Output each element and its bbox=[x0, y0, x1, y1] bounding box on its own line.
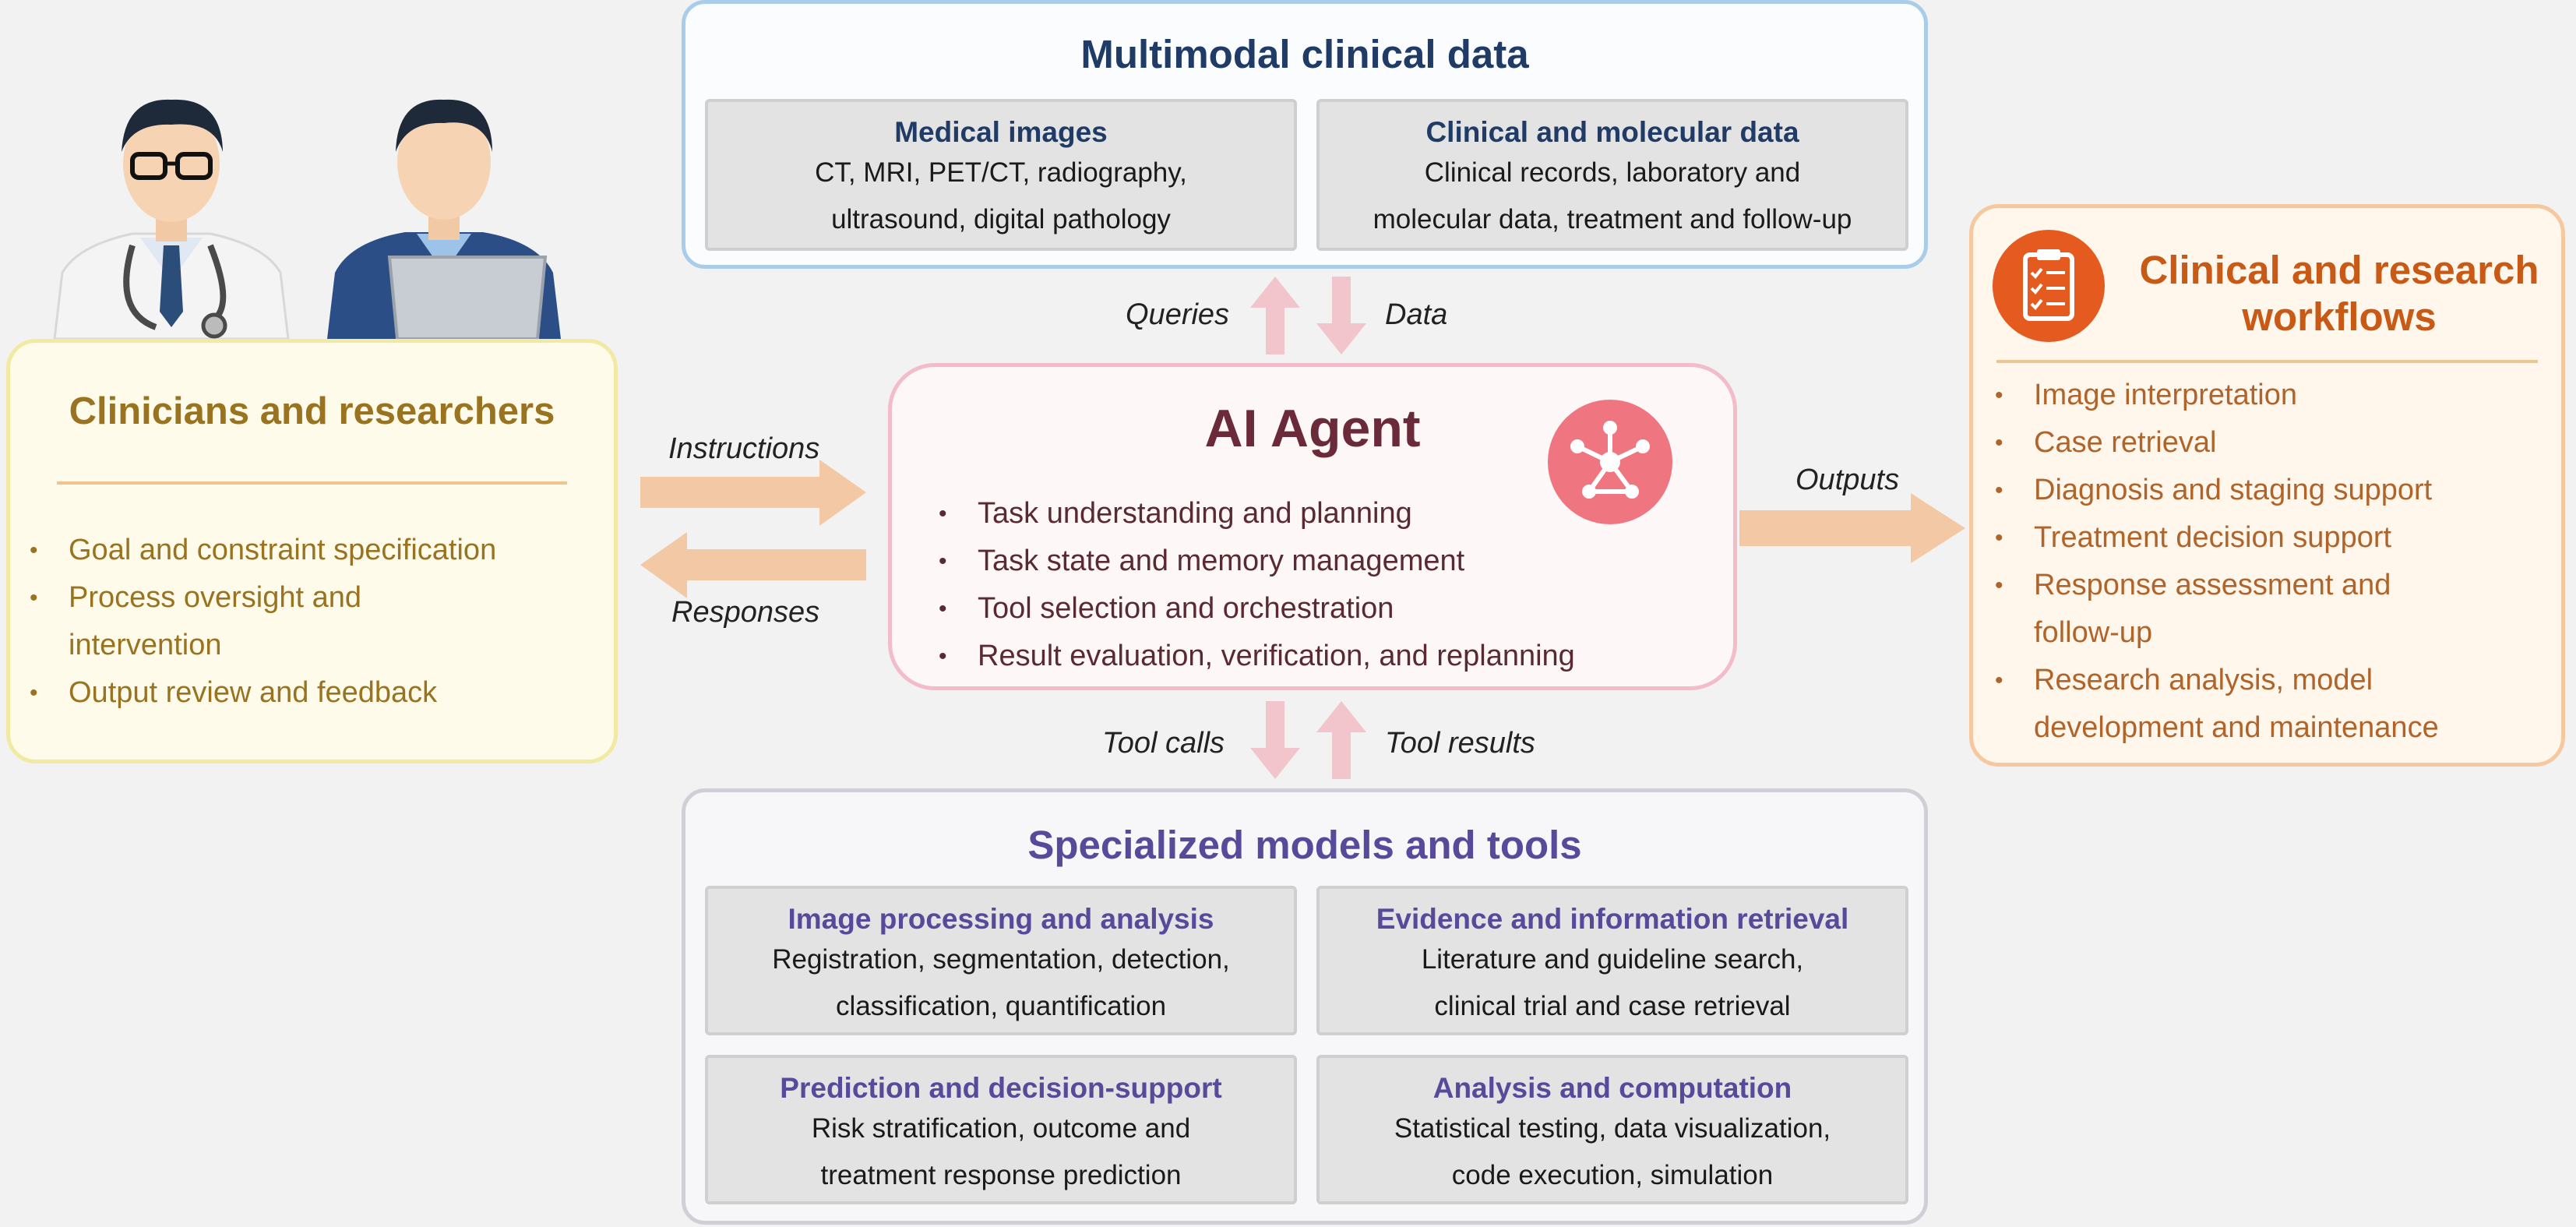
instructions-label: Instructions bbox=[668, 432, 820, 465]
workflows-divider bbox=[1996, 360, 2538, 363]
list-item: Goal and constraint specification bbox=[30, 527, 496, 574]
instructions-arrow-right bbox=[640, 460, 866, 526]
tool-calls-label: Tool calls bbox=[1102, 727, 1225, 760]
image-processing-box: Image processing and analysis Registrati… bbox=[705, 886, 1297, 1035]
box-line: treatment response prediction bbox=[820, 1160, 1182, 1190]
ai-agent-panel: AI Agent Task understanding and pl bbox=[888, 363, 1737, 690]
ai-agent-title: AI Agent bbox=[1204, 399, 1421, 458]
list-item-continued: follow-up bbox=[2034, 616, 2153, 649]
clinicians-title: Clinicians and researchers bbox=[69, 390, 555, 432]
clinicians-list: Goal and constraint specification Proces… bbox=[30, 527, 496, 717]
tool-results-arrow-up bbox=[1316, 701, 1366, 779]
list-item-continued: intervention bbox=[69, 629, 222, 661]
outputs-label: Outputs bbox=[1795, 464, 1900, 496]
researcher-illustration bbox=[319, 78, 569, 340]
queries-arrow-up bbox=[1250, 277, 1300, 354]
multimodal-title: Multimodal clinical data bbox=[1080, 32, 1529, 76]
box-line: Statistical testing, data visualization, bbox=[1394, 1113, 1831, 1144]
list-item: Research analysis, model bbox=[1995, 657, 2439, 704]
list-item: Image interpretation bbox=[1995, 372, 2439, 419]
box-title: Image processing and analysis bbox=[788, 903, 1214, 935]
box-title: Analysis and computation bbox=[1432, 1072, 1792, 1104]
workflows-panel: Clinical and research workflows Image in… bbox=[1969, 204, 2565, 767]
clinicians-panel: Clinicians and researchers Goal and cons… bbox=[6, 339, 618, 763]
multimodal-panel: Multimodal clinical data Medical images … bbox=[682, 0, 1928, 269]
box-line: clinical trial and case retrieval bbox=[1434, 991, 1791, 1021]
list-item: Treatment decision support bbox=[1995, 514, 2439, 562]
box-line: CT, MRI, PET/CT, radiography, bbox=[815, 157, 1187, 188]
queries-label: Queries bbox=[1126, 298, 1230, 331]
evidence-retrieval-box: Evidence and information retrieval Liter… bbox=[1316, 886, 1908, 1035]
clinicians-divider bbox=[57, 481, 567, 485]
list-item-continued: development and maintenance bbox=[2034, 711, 2439, 744]
box-title: Evidence and information retrieval bbox=[1376, 903, 1849, 935]
workflows-title-line1: Clinical and research bbox=[2139, 248, 2539, 292]
box-line: ultrasound, digital pathology bbox=[831, 204, 1171, 234]
responses-arrow-left bbox=[640, 532, 866, 598]
box-line: classification, quantification bbox=[835, 991, 1167, 1021]
box-line: Clinical records, laboratory and bbox=[1424, 157, 1801, 188]
clinical-molecular-box: Clinical and molecular data Clinical rec… bbox=[1316, 99, 1908, 251]
box-line: Literature and guideline search, bbox=[1421, 944, 1804, 975]
tools-panel: Specialized models and tools Image proce… bbox=[682, 788, 1928, 1225]
workflows-list: Image interpretation Case retrieval Diag… bbox=[1995, 372, 2439, 752]
analysis-computation-box: Analysis and computation Statistical tes… bbox=[1316, 1055, 1908, 1204]
list-item: Diagnosis and staging support bbox=[1995, 467, 2439, 514]
medical-images-box: Medical images CT, MRI, PET/CT, radiogra… bbox=[705, 99, 1297, 251]
network-icon bbox=[1546, 398, 1675, 527]
responses-label: Responses bbox=[671, 596, 820, 629]
tools-title: Specialized models and tools bbox=[1027, 823, 1582, 867]
list-item: Output review and feedback bbox=[30, 669, 496, 717]
list-item: Process oversight and bbox=[30, 574, 496, 622]
list-item: Tool selection and orchestration bbox=[939, 585, 1575, 633]
list-item: Result evaluation, verification, and rep… bbox=[939, 633, 1575, 680]
data-arrow-down bbox=[1316, 277, 1366, 354]
doctor-illustration bbox=[47, 78, 296, 340]
box-line: molecular data, treatment and follow-up bbox=[1373, 204, 1852, 234]
ai-agent-list: Task understanding and planning Task sta… bbox=[939, 490, 1575, 680]
clipboard-icon bbox=[1990, 227, 2107, 344]
list-item: Task understanding and planning bbox=[939, 490, 1575, 538]
list-item: Response assessment and bbox=[1995, 562, 2439, 609]
box-title: Prediction and decision-support bbox=[780, 1072, 1222, 1104]
tool-calls-arrow-down bbox=[1250, 701, 1300, 779]
list-item: Task state and memory management bbox=[939, 538, 1575, 585]
workflows-title-line2: workflows bbox=[2242, 294, 2437, 339]
box-title: Clinical and molecular data bbox=[1425, 116, 1799, 148]
outputs-arrow-right bbox=[1739, 493, 1965, 563]
box-title: Medical images bbox=[894, 116, 1108, 148]
tool-results-label: Tool results bbox=[1385, 727, 1535, 760]
box-line: code execution, simulation bbox=[1451, 1160, 1774, 1190]
prediction-box: Prediction and decision-support Risk str… bbox=[705, 1055, 1297, 1204]
box-line: Registration, segmentation, detection, bbox=[772, 944, 1230, 975]
data-label: Data bbox=[1385, 298, 1448, 331]
box-line: Risk stratification, outcome and bbox=[811, 1113, 1191, 1144]
list-item: Case retrieval bbox=[1995, 419, 2439, 467]
